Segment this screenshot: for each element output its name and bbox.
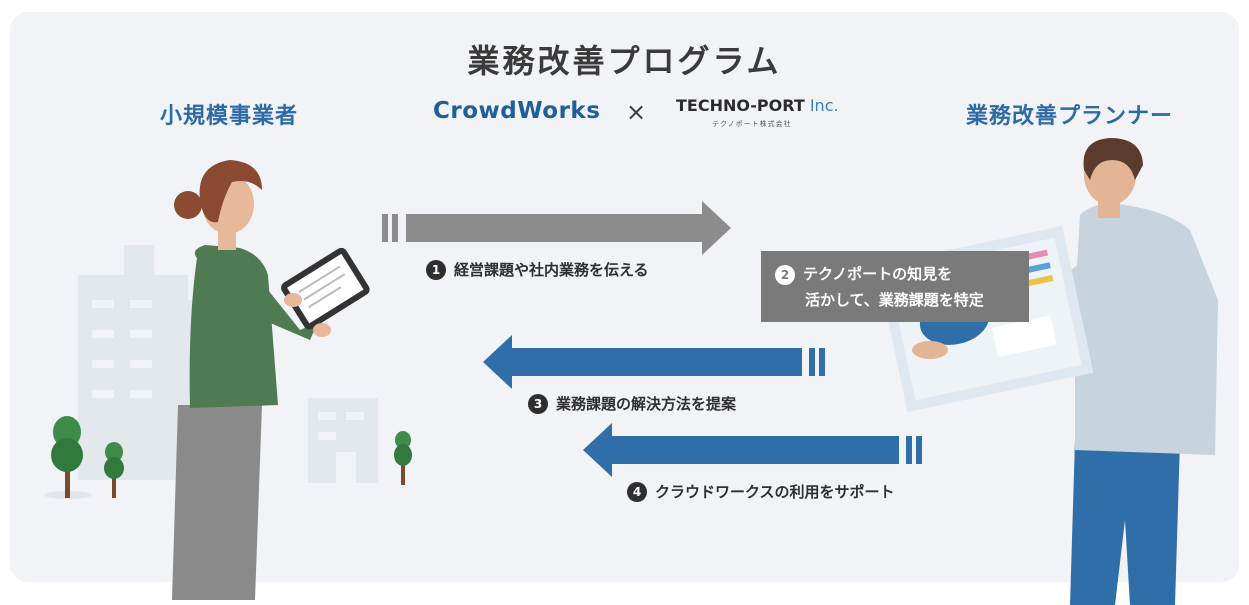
step-4-label: 4 クラウドワークスの利用をサポート: [627, 481, 895, 502]
technoport-logo-main: TECHNO-PORT: [676, 96, 805, 115]
step-number-badge: 2: [775, 265, 795, 285]
step-number-badge: 4: [627, 481, 647, 502]
role-label-left: 小規模事業者: [160, 104, 299, 129]
step-text-line2: 活かして、業務課題を特定: [805, 291, 984, 309]
technoport-logo-inc: Inc.: [804, 96, 839, 115]
role-label-right: 業務改善プランナー: [966, 104, 1174, 129]
arrow-step-1: [382, 201, 731, 255]
step-number-badge: 3: [528, 393, 548, 414]
step-2-label: 2 テクノポートの知見を 活かして、業務課題を特定: [761, 251, 1029, 322]
step-text: クラウドワークスの利用をサポート: [655, 483, 895, 501]
technoport-logo-subtitle: テクノポート株式会社: [712, 120, 792, 128]
step-text: 業務課題の解決方法を提案: [556, 395, 737, 413]
planner-figure: [876, 138, 1218, 605]
step-3-label: 3 業務課題の解決方法を提案: [528, 393, 736, 414]
step-number-badge: 1: [426, 259, 446, 280]
collaboration-times-mark: ×: [626, 98, 647, 126]
arrow-step-3: [483, 335, 825, 389]
step-text-line1: テクノポートの知見を: [803, 265, 953, 283]
diagram-title: 業務改善プログラム: [467, 42, 782, 80]
crowdworks-logo: CrowdWorks: [433, 98, 601, 124]
business-owner-figure: [172, 160, 370, 600]
technoport-logo: TECHNO-PORT Inc.: [676, 96, 839, 115]
tree-illustration: [44, 416, 412, 499]
step-text: 経営課題や社内業務を伝える: [454, 261, 649, 279]
step-1-label: 1 経営課題や社内業務を伝える: [426, 259, 649, 280]
arrow-step-4: [583, 423, 922, 477]
